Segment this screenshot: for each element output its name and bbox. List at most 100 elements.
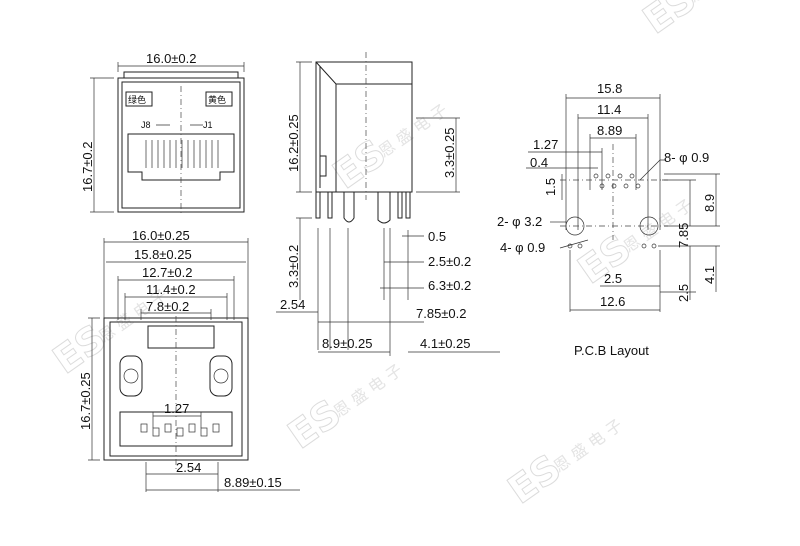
dim-side-785 [318,228,424,350]
dim-pitch-2 [145,462,219,492]
dim-pcb-785 [662,179,720,227]
dim-pcb-889 [589,134,637,190]
watermark-logo: ES [635,0,704,42]
dim-pcb-41 [658,245,720,292]
dim-pcb-25h-text: 2.5 [604,271,622,286]
bottom-pins [140,423,220,437]
dim-bottom-3 [117,276,235,320]
pcb-centerline-h [560,179,668,227]
bottom-view: 16.0±0.25 15.8±0.25 12.7±0.2 11.4±0.2 7.… [78,228,300,492]
dim-side-254-text: 2.54 [280,297,305,312]
leader-hole-led [559,239,589,249]
dim-pcb-25v-text: 2.5 [676,284,691,302]
dim-front-height-text: 16.7±0.2 [80,141,95,192]
dim-bottom-5 [140,309,212,320]
dim-pcb-158-text: 15.8 [597,81,622,96]
dim-bottom-4-text: 11.4±0.2 [146,282,196,297]
dim-front-width [117,62,245,72]
pcb-layout: 15.8 11.4 8.89 1.27 0.4 1.5 [497,81,720,358]
dim-bottom-3-text: 12.7±0.2 [142,265,193,280]
front-view: 绿色 黄色 J8 J1 16.0±0.2 16.7±0.2 [80,51,245,214]
dim-pcb-158 [565,94,661,230]
led-window-yellow [205,91,233,107]
dim-side-89-text: 8.9±0.25 [322,336,373,351]
dim-pcb-25v [660,246,696,300]
dim-bottom-2-text: 15.8±0.25 [134,247,192,262]
front-body-inner [121,81,241,209]
bottom-led-right [209,355,233,397]
bottom-top-pocket [147,325,215,349]
label-j1: J1 [203,120,213,130]
side-latch [319,155,327,177]
dim-bottom-height-text: 16.7±0.25 [78,372,93,430]
dim-pcb-04-text: 0.4 [530,155,548,170]
led-window-green [125,91,153,107]
dim-side-785-text: 7.85±0.2 [416,306,467,321]
front-body-outline [117,77,245,213]
dim-pitch-3-text: 8.89±0.15 [224,475,282,490]
dim-bottom-4 [124,293,228,320]
dim-side-89 [318,228,391,356]
front-jack-opening [127,133,235,181]
pcb-mount-hole-right [639,216,659,236]
pcb-layout-title: P.C.B Layout [574,343,649,358]
dim-pcb-89-text: 8.9 [702,194,717,212]
dim-pcb-889-text: 8.89 [597,123,622,138]
dim-pcb-25h [600,250,661,312]
led-label-yellow: 黄色 [208,94,226,105]
led-label-green: 绿色 [128,94,146,105]
dim-side-41-text: 4.1±0.25 [420,336,471,351]
bottom-body-outline [103,317,249,461]
dim-side-lower-text: 3.3±0.2 [286,245,301,288]
dim-side-lower [296,217,312,300]
bottom-body-inner [109,321,243,457]
dim-side-upper [416,117,460,193]
dim-side-254 [276,228,331,350]
side-body-outline [315,61,413,193]
dim-bottom-1-text: 16.0±0.25 [132,228,190,243]
dim-side-63-text: 6.3±0.2 [428,278,471,293]
dim-side-25-text: 2.5±0.2 [428,254,471,269]
dim-pin-pitch-text: 1.27 [164,401,189,416]
hole-small-text: 8- φ 0.9 [664,150,709,165]
dim-pcb-15-text: 1.5 [543,178,558,196]
label-j8: J8 [141,120,151,130]
dim-side-height-text: 16.2±0.25 [286,114,301,172]
pcb-signal-holes [593,173,641,189]
hole-mount-text: 2- φ 3.2 [497,214,542,229]
side-pins [315,192,411,224]
side-top-chamfer [315,61,412,85]
dim-pcb-127 [528,148,603,190]
dim-pcb-126-text: 12.6 [600,294,625,309]
dim-side-upper-text: 3.3±0.25 [442,127,457,178]
front-top-tab [123,71,239,78]
dim-pcb-127-text: 1.27 [533,137,558,152]
dim-pcb-785-text: 7.85 [676,223,691,248]
dim-pcb-114-text: 11.4 [597,102,621,117]
dim-pitch-2-text: 2.54 [176,460,201,475]
leader-hole-small [639,159,666,181]
front-contacts [145,140,219,168]
watermark-text: 恩 盛 电 子 [550,415,626,476]
pcb-mount-hole-left [565,216,585,236]
dim-bottom-1 [103,238,249,318]
dim-pcb-89 [664,173,720,226]
hole-led-text: 4- φ 0.9 [500,240,545,255]
side-view: 16.2±0.25 3.3±0.25 3.3±0.2 0.5 2.5±0.2 6… [276,52,500,356]
watermark-text: 恩 盛 电 子 [375,100,451,161]
dim-front-height [90,77,114,213]
dim-side-height [296,61,312,193]
bottom-led-left-pin [123,368,139,384]
dim-side-05-text: 0.5 [428,229,446,244]
dim-front-width-text: 16.0±0.2 [146,51,197,66]
dim-side-63 [380,230,424,300]
dim-pcb-41-text: 4.1 [702,266,717,284]
dim-bottom-5-text: 7.8±0.2 [146,299,189,314]
watermark-text: 恩 盛 电 子 [685,0,761,6]
bottom-pin-block [119,411,233,447]
bottom-led-left [119,355,143,397]
bottom-led-right-pin [213,368,229,384]
dim-pcb-126 [569,250,660,312]
watermark-text: 恩 盛 电 子 [330,360,406,421]
